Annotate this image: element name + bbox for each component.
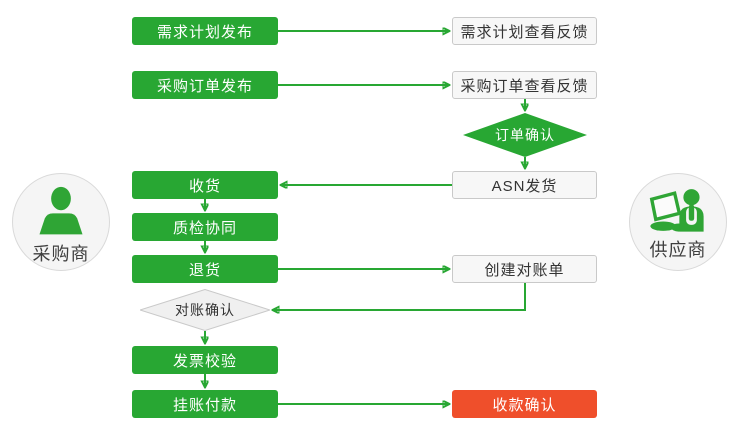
step-invoice-verification: 发票校验: [132, 346, 278, 374]
decision-order-confirm: 订单确认: [463, 113, 587, 157]
step-demand-plan-feedback: 需求计划查看反馈: [452, 17, 597, 45]
step-demand-plan-publish: 需求计划发布: [132, 17, 278, 45]
step-purchase-order-publish: 采购订单发布: [132, 71, 278, 99]
step-label: 退货: [188, 261, 221, 279]
decision-label: 订单确认: [495, 127, 555, 143]
buyer-person-icon: [39, 186, 83, 235]
step-label: 采购订单发布: [156, 77, 253, 95]
supplier-laptop-person-icon: [649, 189, 704, 232]
step-purchase-order-feedback: 采购订单查看反馈: [452, 71, 597, 99]
actor-label: 采购商: [32, 244, 90, 264]
step-quality-inspection: 质检协同: [132, 213, 278, 241]
step-receiving: 收货: [132, 171, 278, 199]
step-label: 质检协同: [172, 219, 237, 237]
step-asn-shipping: ASN发货: [452, 171, 597, 199]
diamond-shape: [463, 113, 587, 157]
step-returns: 退货: [132, 255, 278, 283]
step-label: 采购订单查看反馈: [460, 77, 589, 95]
decision-statement-confirm: 对账确认: [140, 289, 270, 331]
step-receipt-confirm: 收款确认: [452, 390, 597, 418]
diamond-shape: [140, 289, 270, 331]
step-label: 收货: [188, 177, 221, 195]
connector-statement-to-confirm: [273, 283, 526, 310]
actor-label: 供应商: [649, 240, 707, 260]
actor-buyer: 采购商: [12, 173, 110, 271]
step-label: 发票校验: [172, 352, 237, 370]
step-pending-payment: 挂账付款: [132, 390, 278, 418]
step-label: 需求计划查看反馈: [460, 23, 589, 41]
step-label: 需求计划发布: [156, 23, 253, 41]
step-label: 收款确认: [492, 396, 557, 414]
step-label: ASN发货: [491, 177, 558, 195]
step-label: 创建对账单: [484, 261, 565, 279]
step-create-statement: 创建对账单: [452, 255, 597, 283]
step-label: 挂账付款: [172, 396, 237, 414]
actor-supplier: 供应商: [629, 173, 727, 271]
decision-label: 对账确认: [175, 302, 235, 318]
